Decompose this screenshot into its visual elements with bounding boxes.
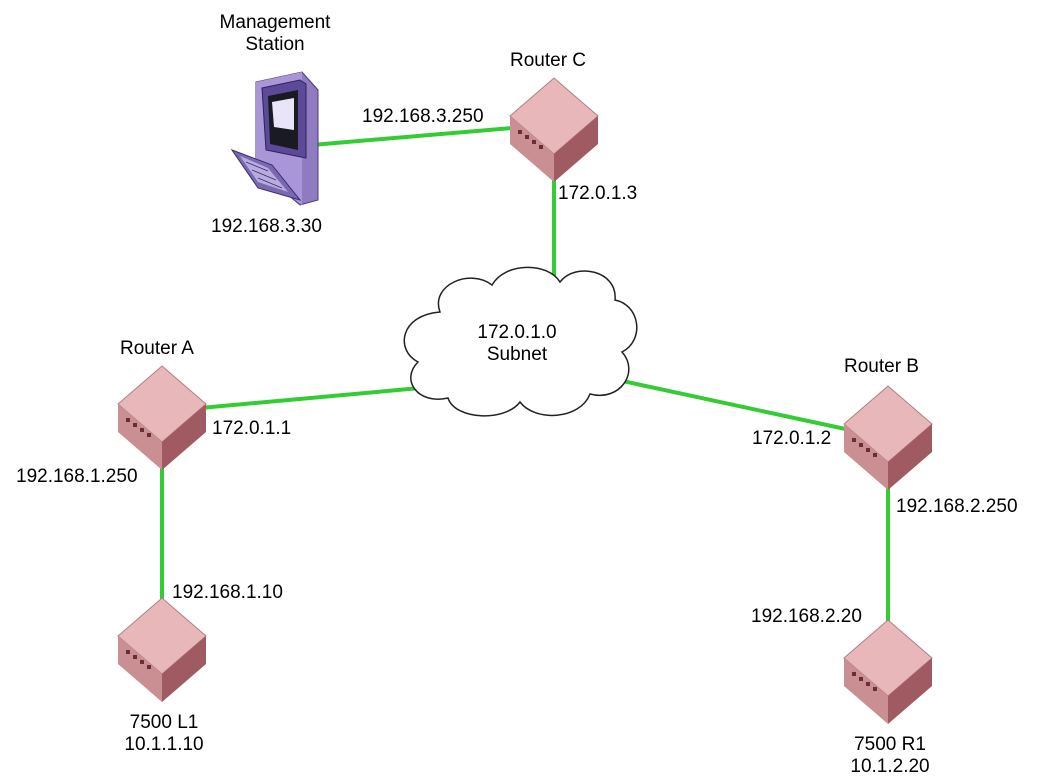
device-r1-ip-top: 192.168.2.20 (751, 606, 862, 627)
device-r1-ip: 10.1.2.20 (850, 756, 930, 777)
device-r1-label: 7500 R1 10.1.2.20 (830, 734, 950, 778)
subnet-cloud-icon (403, 266, 638, 417)
device-l1-name: 7500 L1 (129, 712, 199, 733)
link-subnet-router-b (617, 378, 851, 432)
router-b-ip-bottom: 192.168.2.250 (896, 496, 1018, 517)
subnet-line1: 172.0.1.0 (477, 322, 557, 343)
links (160, 126, 890, 625)
device-r1-name: 7500 R1 (854, 734, 926, 755)
device-l1-icon (117, 597, 207, 702)
link-station-router-c (311, 126, 513, 147)
device-l1-ip: 10.1.1.10 (124, 734, 204, 755)
router-b-name: Router B (844, 356, 919, 377)
station-name-line2: Station (245, 34, 305, 55)
router-a-name: Router A (120, 338, 194, 359)
router-c-icon (509, 77, 599, 182)
link-router-a-subnet (199, 386, 421, 410)
router-a-ip-right: 172.0.1.1 (212, 418, 292, 439)
router-a-ip-bottom: 192.168.1.250 (16, 466, 138, 487)
router-b-icon (843, 385, 933, 490)
desktop-computer-icon (230, 71, 319, 206)
device-l1-ip-top: 192.168.1.10 (172, 582, 283, 603)
router-c-ip-bottom: 172.0.1.3 (558, 183, 638, 204)
router-c-ip-left: 192.168.3.250 (362, 106, 484, 127)
router-a-icon (117, 365, 207, 470)
station-name-line1: Management (219, 12, 331, 33)
subnet-label: 172.0.1.0 Subnet (462, 322, 572, 366)
device-l1-label: 7500 L1 10.1.1.10 (104, 712, 224, 756)
station-name: Management Station (215, 12, 335, 56)
station-ip: 192.168.3.30 (211, 216, 322, 237)
subnet-line2: Subnet (486, 344, 548, 365)
router-b-ip-left: 172.0.1.2 (752, 428, 832, 449)
router-c-name: Router C (510, 50, 587, 71)
device-r1-icon (843, 619, 933, 724)
